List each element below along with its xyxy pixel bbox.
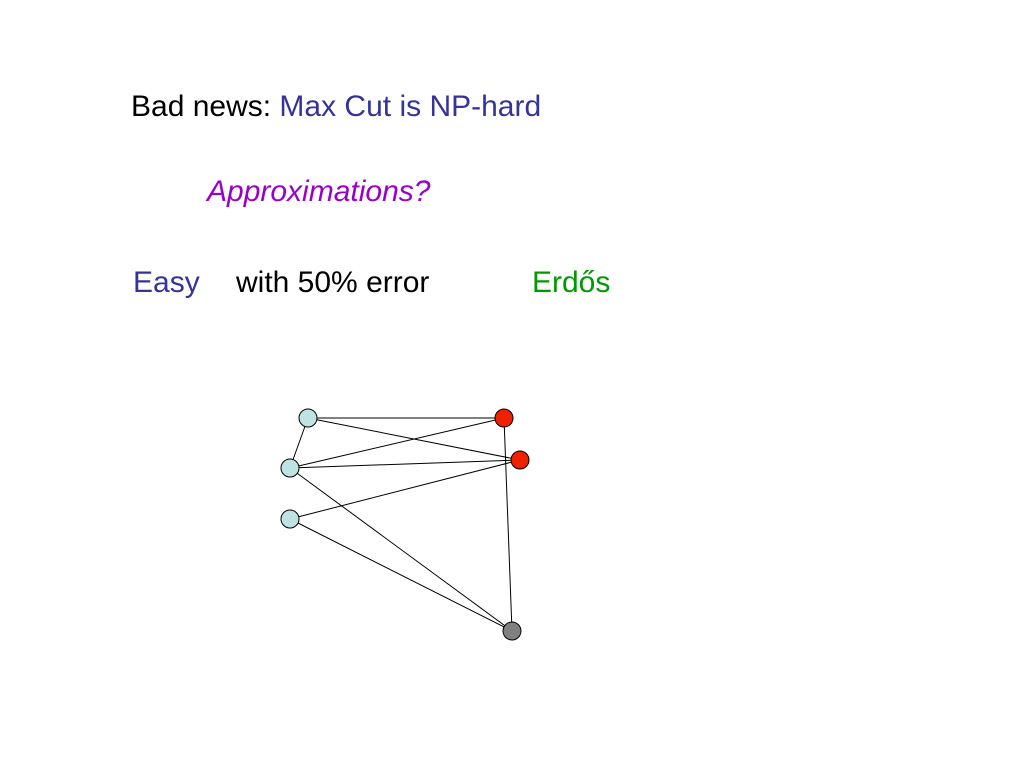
bad-news-label: Bad news:	[131, 90, 280, 123]
graph-edge-c-f	[289, 518, 513, 632]
graph-edges	[289, 417, 521, 632]
graph-node-b	[280, 458, 300, 478]
line-bad-news: Bad news: Max Cut is NP-hard	[131, 92, 541, 122]
graph-node-c	[280, 509, 300, 529]
graph-node-f	[502, 621, 522, 641]
graph-edge-b-e	[289, 459, 521, 469]
erdos-text: Erdős	[532, 266, 611, 299]
graph-edge-c-e	[289, 459, 521, 520]
graph-node-e	[510, 450, 530, 470]
graph-node-a	[298, 408, 318, 428]
max-cut-np-hard-text: Max Cut is NP-hard	[279, 90, 542, 123]
graph-nodes	[280, 408, 530, 641]
graph-edge-b-f	[289, 467, 513, 632]
error-text: with 50% error	[236, 266, 430, 299]
graph-edge-d-f	[503, 417, 513, 632]
graph-edge-b-d	[289, 417, 505, 469]
easy-text: Easy	[133, 266, 200, 299]
graph-node-d	[494, 408, 514, 428]
approximations-text: Approximations?	[207, 175, 431, 208]
